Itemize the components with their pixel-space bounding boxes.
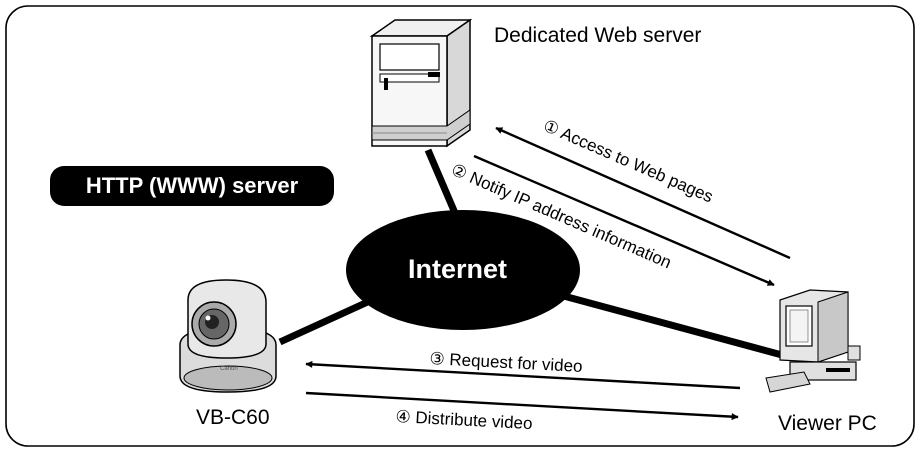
link-camera-internet	[278, 296, 374, 346]
camera-label: VB-C60	[196, 406, 270, 429]
web-server-icon	[369, 18, 473, 148]
viewer-pc-icon	[765, 289, 861, 393]
arrow-notify-ip	[473, 154, 775, 287]
link-server-internet	[424, 148, 462, 222]
internet-label: Internet	[408, 254, 508, 284]
arrow-access-web-pages	[495, 126, 791, 260]
camera-icon	[179, 279, 277, 393]
diagram-border	[5, 5, 915, 447]
link-viewer-internet	[559, 291, 783, 359]
internet-cloud	[346, 210, 580, 330]
http-server-badge-label: HTTP (WWW) server	[85, 173, 299, 198]
web-server-label: Dedicated Web server	[494, 24, 702, 47]
viewer-pc-label: Viewer PC	[778, 412, 877, 435]
arrow-request-video	[305, 360, 741, 390]
http-server-badge: HTTP (WWW) server	[50, 166, 334, 206]
camera-brand-text: Canon	[220, 366, 238, 372]
arrow-distribute-video	[305, 391, 739, 421]
